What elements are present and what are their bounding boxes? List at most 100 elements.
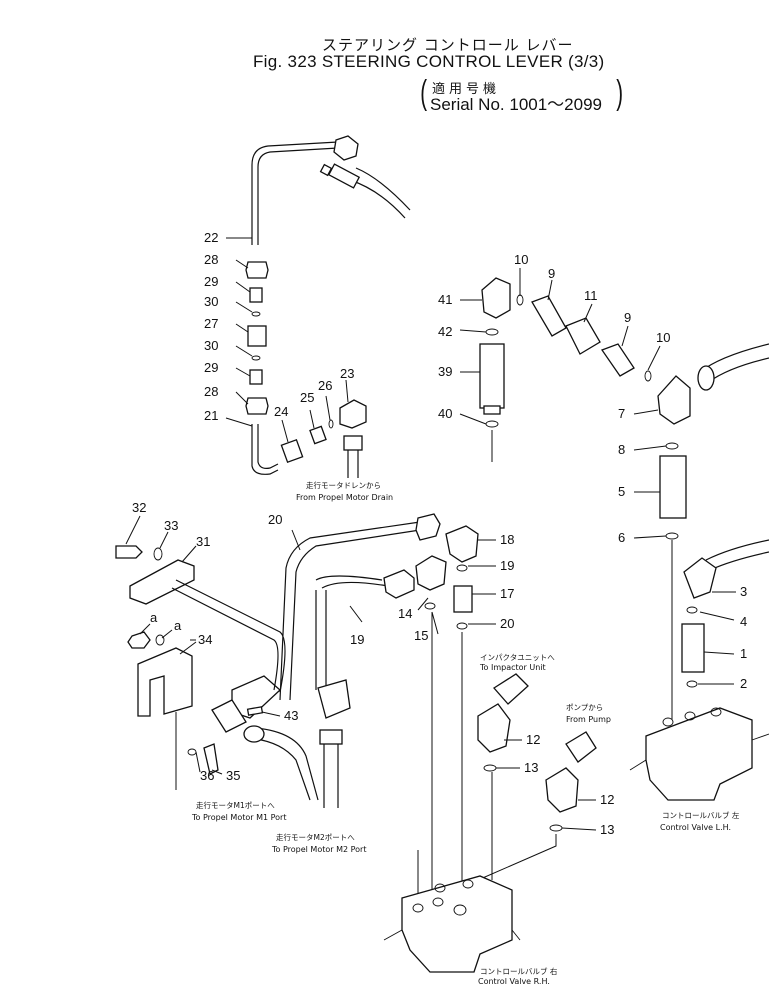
bolt-35 (203, 743, 219, 775)
serial-bracket-right: ) (616, 74, 624, 112)
caption-cv-right-en: Control Valve R.H. (478, 977, 550, 986)
callout-26: 26 (318, 378, 332, 393)
o-ring-38 (485, 420, 499, 428)
callout-22: 22 (204, 230, 218, 245)
callout-19: 19 (500, 558, 514, 573)
callout-19b: 20 (500, 616, 514, 631)
leader-lines-left (225, 237, 349, 443)
connector-25 (309, 425, 327, 445)
drain-line-assembly (245, 135, 411, 478)
caption-m1-jp: 走行モータM1ポートへ (196, 800, 275, 810)
elbow-12-left (477, 703, 511, 753)
callout-32: 32 (132, 500, 146, 515)
connector-29-upper (249, 287, 263, 303)
callout-29b: 29 (204, 360, 218, 375)
leader-lines-right (125, 268, 736, 831)
union-27 (247, 325, 267, 347)
callout-21: 21 (204, 408, 218, 423)
washer-33 (153, 547, 163, 561)
callout-35: 35 (226, 768, 240, 783)
callout-43: a (174, 618, 182, 633)
callout-34: 34 (198, 632, 212, 647)
callout-36: 36 (200, 768, 214, 783)
o-ring-10-lower (644, 370, 652, 382)
caption-cv-left-en: Control Valve L.H. (660, 823, 731, 832)
adapter-1 (681, 623, 705, 673)
elbow-3 (683, 557, 717, 599)
callout-13: 13 (524, 760, 538, 775)
serial-label-japanese: 適用号機 (432, 82, 501, 97)
nut-28-upper (245, 261, 269, 279)
callout-28: 28 (204, 252, 218, 267)
elbow-23 (339, 399, 367, 429)
callout-8: 8 (618, 442, 625, 457)
hose-end-impactor (493, 673, 529, 705)
callout-31: 31 (196, 534, 210, 549)
caption-drain-jp: 走行モータドレンから (306, 480, 381, 490)
callout-7: 7 (618, 406, 625, 421)
nut-24 (280, 438, 304, 464)
hose-top (355, 167, 411, 211)
caption-cv-right-jp: コントロールバルブ 右 (480, 966, 558, 976)
clamp-31 (129, 559, 195, 605)
nut-16 (383, 569, 415, 599)
o-ring-4 (686, 606, 698, 614)
adapter-5 (659, 455, 687, 519)
serial-bracket-left: ( (420, 74, 428, 112)
callout-23: 23 (340, 366, 354, 381)
elbow-18 (445, 525, 479, 563)
header: ステアリング コントロール レバー Fig. 323 STEERING CONT… (0, 0, 769, 114)
o-ring-13-left (483, 764, 497, 772)
center-fittings (415, 525, 479, 900)
o-ring-8 (665, 442, 679, 450)
caption-pump-en: From Pump (566, 715, 611, 724)
bolt-41 (246, 706, 264, 716)
o-ring-26 (328, 419, 334, 429)
bracket-assembly (115, 545, 319, 801)
callout-33: 33 (164, 518, 178, 533)
o-ring-30-lower (251, 355, 261, 361)
pipe-20-assembly (171, 513, 441, 808)
pipe-21 (251, 424, 279, 475)
caption-impactor-jp: インパクタユニットへ (480, 653, 555, 662)
callout-41: 43 (284, 708, 298, 723)
control-valve-rh (383, 875, 521, 973)
callout-30b: 30 (204, 338, 218, 353)
callout-40: 42 (438, 324, 452, 339)
upper-right-cluster (479, 277, 769, 428)
hose-end-pump (565, 731, 597, 763)
washer-43 (155, 634, 165, 646)
callout-5: 5 (618, 484, 625, 499)
elbow-14 (415, 555, 447, 591)
callout-24: 24 (274, 404, 288, 419)
impactor-pump-fittings (477, 673, 597, 881)
o-ring-19-upper (456, 564, 468, 572)
callout-27: 27 (204, 316, 218, 331)
callout-13b: 13 (600, 822, 614, 837)
elbow-12-right (545, 767, 579, 813)
part-callouts: 22 28 29 30 27 30 29 28 21 24 25 26 23 2… (132, 230, 747, 837)
caption-m2-en: To Propel Motor M2 Port (271, 845, 366, 854)
o-ring-6 (665, 532, 679, 540)
nut-top (333, 135, 359, 161)
callout-38: 40 (438, 406, 452, 421)
callout-25: 25 (300, 390, 314, 405)
callout-17: 17 (500, 586, 514, 601)
callout-10b: 10 (656, 330, 670, 345)
connector-9-upper (531, 295, 567, 337)
o-ring-40 (485, 328, 499, 336)
caption-drain-en: From Propel Motor Drain (296, 493, 393, 502)
callout-10: 10 (514, 252, 528, 267)
callout-3: 3 (740, 584, 747, 599)
hose-right (705, 539, 769, 561)
o-ring-19-lower (456, 622, 468, 630)
o-ring-10-upper (516, 294, 524, 306)
connector-17 (453, 585, 473, 613)
pipe-20 (279, 521, 421, 701)
caption-cv-left-jp: コントロールバルブ 左 (662, 810, 740, 820)
pipe-16 (315, 575, 383, 581)
nut-28-lower (245, 397, 269, 415)
callout-16: 19 (350, 632, 364, 647)
caption-m1-en: To Propel Motor M1 Port (191, 813, 286, 822)
elbow-7 (657, 375, 691, 425)
